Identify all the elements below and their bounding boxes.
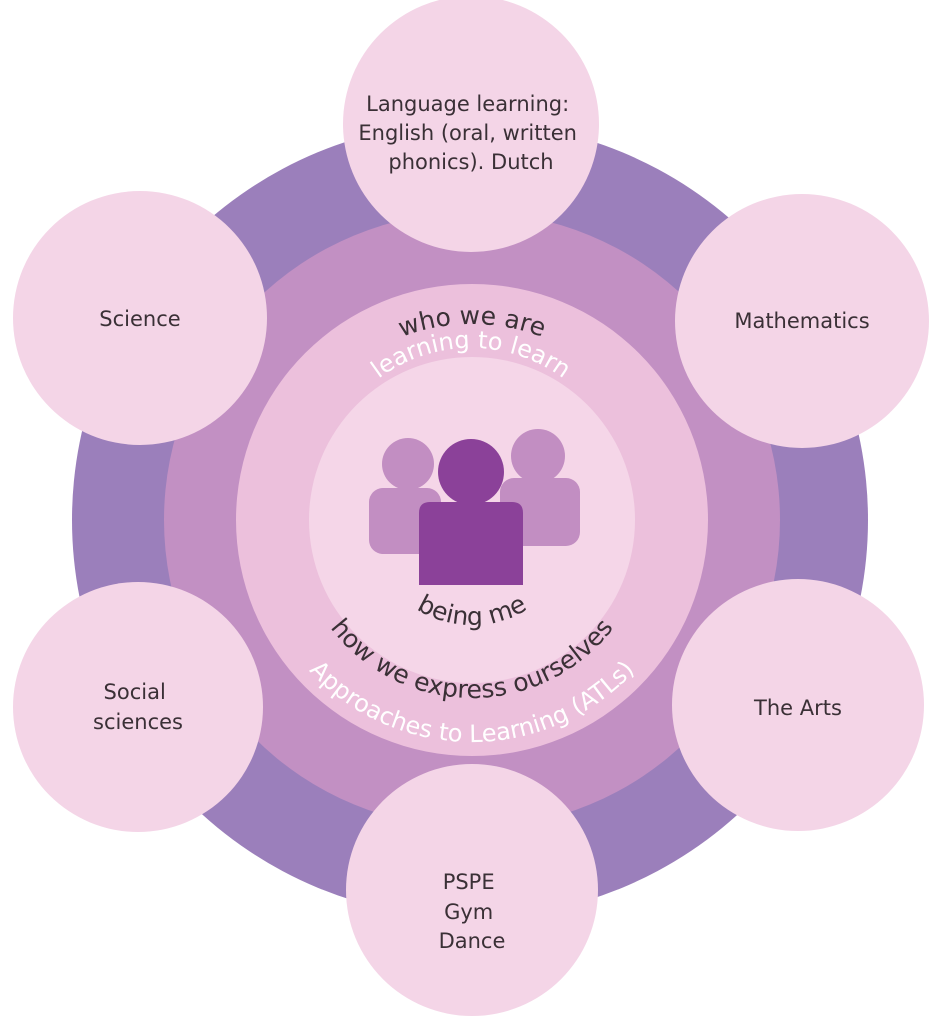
subject-science-label: Science <box>99 307 180 331</box>
subject-pspe-line-1: PSPE <box>443 870 495 894</box>
svg-text:Science: Science <box>99 307 180 331</box>
svg-text:Social sciences: Social sciences <box>93 680 183 734</box>
subject-social-line-1: Social <box>104 680 166 704</box>
svg-text:Mathematics: Mathematics <box>734 309 869 333</box>
subject-the-arts[interactable]: The Arts <box>672 579 924 831</box>
subject-social-sciences[interactable]: Social sciences <box>13 582 263 832</box>
subject-the-arts-label: The Arts <box>753 696 842 720</box>
subject-language-line-2: English (oral, written <box>358 121 577 145</box>
subject-pspe-line-3: Dance <box>439 929 506 953</box>
subject-language-line-1: Language learning: <box>366 92 569 116</box>
subject-language[interactable]: Language learning: English (oral, writte… <box>343 0 599 252</box>
subject-language-line-3: phonics). Dutch <box>388 150 553 174</box>
svg-text:The Arts: The Arts <box>753 696 842 720</box>
subject-mathematics[interactable]: Mathematics <box>675 194 929 448</box>
svg-text:PSPE Gym Dance: PSPE Gym Dance <box>439 870 506 953</box>
subject-science[interactable]: Science <box>13 191 267 445</box>
subject-social-line-2: sciences <box>93 710 183 734</box>
subject-mathematics-label: Mathematics <box>734 309 869 333</box>
subject-pspe-line-2: Gym <box>444 900 493 924</box>
svg-text:Language learning: Engli: Language learning: English (oral, writte… <box>358 92 583 174</box>
people-group-icon <box>369 429 580 585</box>
subject-pspe[interactable]: PSPE Gym Dance <box>346 764 598 1016</box>
